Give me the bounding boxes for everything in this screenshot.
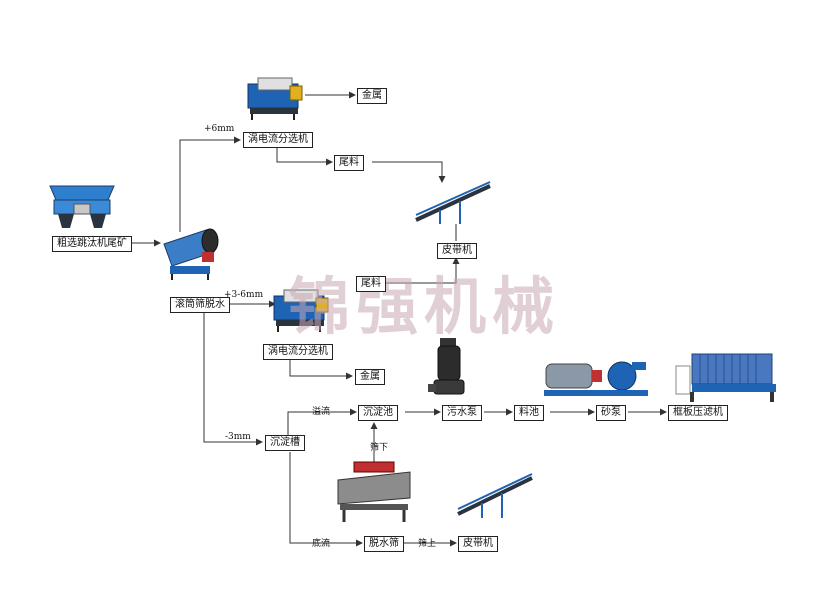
belt-conveyor-top-icon — [415, 181, 491, 224]
node-sewage-pump: 污水泵 — [442, 405, 482, 421]
dewatering-screen-icon — [337, 461, 411, 522]
sewage-pump-icon — [428, 338, 465, 395]
node-tailings-mid: 尾料 — [356, 276, 386, 292]
node-eddy-separator-top: 涡电流分选机 — [243, 132, 313, 148]
eddy-separator-top-icon — [247, 77, 303, 120]
node-sand-pump: 砂泵 — [596, 405, 626, 421]
node-trommel: 滚筒筛脱水 — [170, 297, 230, 313]
label-underflow: 底流 — [312, 539, 331, 549]
node-eddy-separator-mid: 涡电流分选机 — [263, 344, 333, 360]
node-settling-tank: 沉淀槽 — [265, 435, 305, 451]
jig-machine-icon — [49, 185, 115, 228]
node-dewatering-screen: 脱水筛 — [364, 536, 404, 552]
label-plus-6mm: +6mm — [204, 124, 235, 134]
belt-conveyor-bottom-icon — [457, 473, 533, 518]
node-filter-press: 框板压滤机 — [668, 405, 728, 421]
node-slurry-pool: 料池 — [514, 405, 544, 421]
trommel-screen-icon — [163, 228, 219, 280]
label-undersize: 筛下 — [370, 443, 389, 453]
node-jig-tailings: 粗选跳汰机尾矿 — [52, 236, 132, 252]
node-belt-conveyor-bottom: 皮带机 — [458, 536, 498, 552]
label-overflow: 溢流 — [312, 407, 331, 417]
label-minus-3mm: -3mm — [225, 432, 251, 442]
label-3-6mm: +3-6mm — [224, 290, 264, 300]
node-metal-mid: 金属 — [355, 369, 385, 385]
filter-press-icon — [675, 353, 776, 402]
node-metal-top: 金属 — [357, 88, 387, 104]
sand-pump-icon — [544, 361, 648, 396]
node-belt-conveyor-top: 皮带机 — [437, 243, 477, 259]
node-settling-pool: 沉淀池 — [358, 405, 398, 421]
node-tailings-top: 尾料 — [334, 155, 364, 171]
label-oversize: 筛上 — [418, 539, 437, 549]
eddy-separator-mid-icon — [273, 289, 329, 332]
company-watermark: 锦强机械 — [288, 270, 561, 343]
